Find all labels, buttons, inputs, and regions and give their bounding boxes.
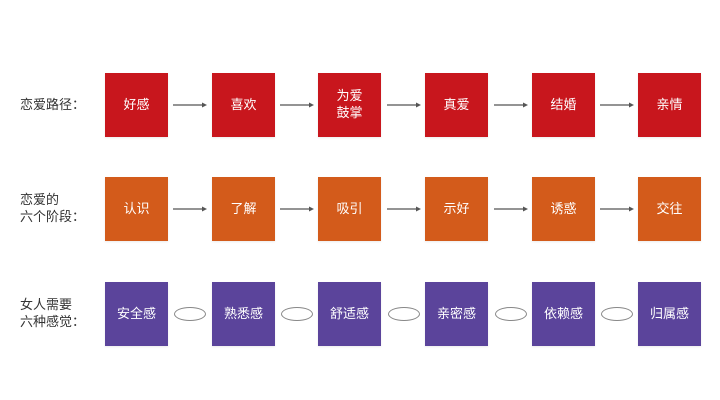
arrow-icon [387, 102, 421, 108]
arrow-icon [280, 102, 314, 108]
ellipse-icon [281, 307, 313, 321]
row-six-feelings: 女人需要 六种感觉： 安全感 熟悉感 舒适感 亲密感 依赖感 归属感 [0, 282, 720, 346]
ellipse-icon [174, 307, 206, 321]
step-box: 归属感 [638, 282, 701, 346]
row-love-path: 恋爱路径： 好感 喜欢 为爱 鼓掌 真爱 结婚 亲情 [0, 73, 720, 137]
step-box: 依赖感 [532, 282, 595, 346]
ellipse-icon [495, 307, 527, 321]
step-box: 好感 [105, 73, 168, 137]
step-box: 亲情 [638, 73, 701, 137]
arrow-icon [494, 206, 528, 212]
ellipse-icon [601, 307, 633, 321]
arrow-icon [387, 206, 421, 212]
step-box: 示好 [425, 177, 488, 241]
step-box: 喜欢 [212, 73, 275, 137]
step-box: 真爱 [425, 73, 488, 137]
row-label: 恋爱路径： [20, 97, 86, 113]
step-box: 了解 [212, 177, 275, 241]
arrow-icon [494, 102, 528, 108]
step-box: 为爱 鼓掌 [318, 73, 381, 137]
arrow-icon [600, 206, 634, 212]
step-box: 吸引 [318, 177, 381, 241]
row-six-stages: 恋爱的 六个阶段： 认识 了解 吸引 示好 诱惑 交往 [0, 177, 720, 241]
row-label: 恋爱的 六个阶段： [20, 193, 86, 225]
step-box: 认识 [105, 177, 168, 241]
row-label: 女人需要 六种感觉： [20, 298, 86, 330]
step-box: 交往 [638, 177, 701, 241]
ellipse-icon [388, 307, 420, 321]
step-box: 结婚 [532, 73, 595, 137]
arrow-icon [173, 102, 207, 108]
step-box: 亲密感 [425, 282, 488, 346]
arrow-icon [173, 206, 207, 212]
step-box: 安全感 [105, 282, 168, 346]
step-box: 诱惑 [532, 177, 595, 241]
step-box: 熟悉感 [212, 282, 275, 346]
arrow-icon [280, 206, 314, 212]
arrow-icon [600, 102, 634, 108]
step-box: 舒适感 [318, 282, 381, 346]
